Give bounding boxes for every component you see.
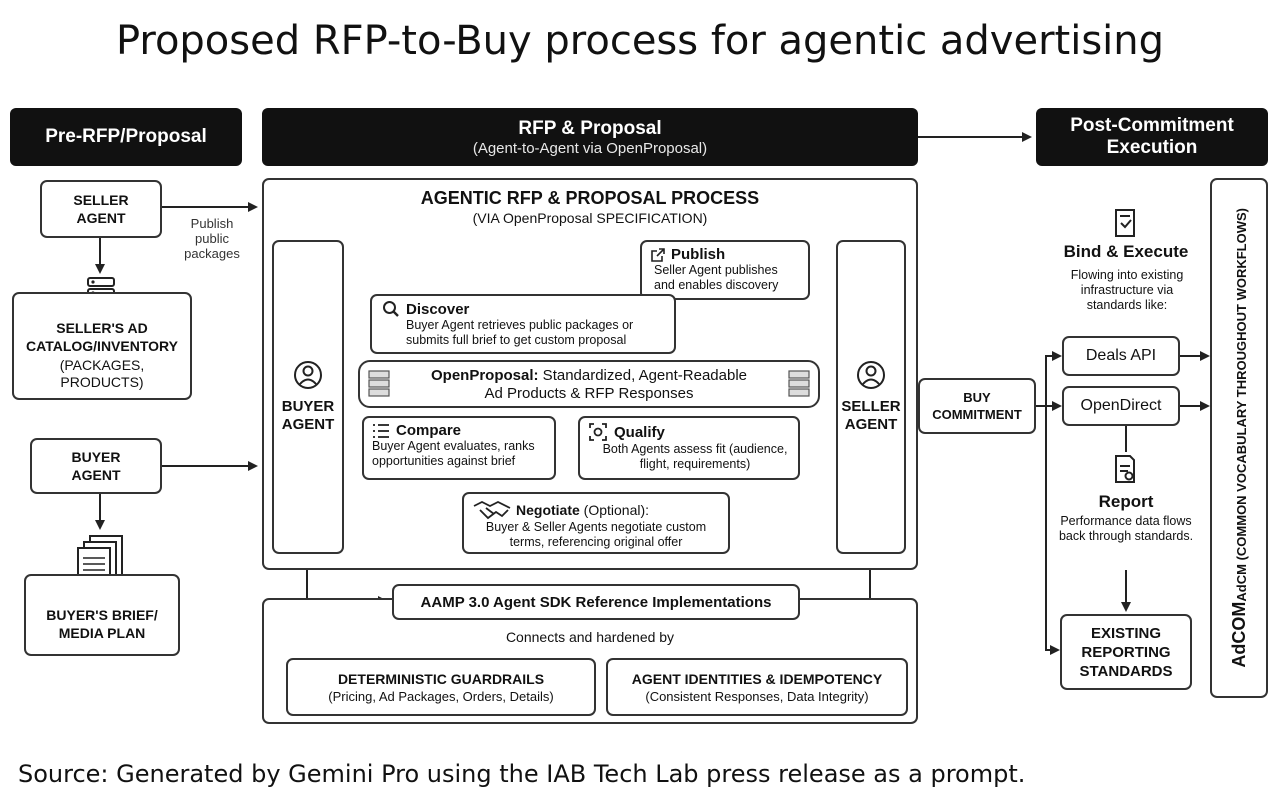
- report-desc: Performance data flows back through stan…: [1058, 514, 1194, 543]
- stage-compare-title: Compare: [396, 422, 462, 439]
- buyer-user-icon: [294, 361, 322, 389]
- openproposal-line1: Standardized, Agent-Readable: [538, 367, 747, 384]
- header-post-commitment: Post-Commitment Execution: [1036, 108, 1268, 166]
- stage-discover-title: Discover: [406, 300, 470, 318]
- stage-publish-title: Publish: [671, 246, 726, 263]
- stage-negotiate-desc: Buyer & Seller Agents negotiate custom t…: [485, 520, 707, 549]
- seller-catalog-box: SELLER'S AD CATALOG/INVENTORY (PACKAGES,…: [12, 292, 192, 400]
- buy-commitment-label: BUY COMMITMENT: [932, 390, 1022, 422]
- adcom-column: AdCOM AdCM (COMMON VOCABULARY THROUGHOUT…: [1210, 178, 1268, 698]
- handshake-icon: [473, 500, 511, 520]
- stage-negotiate-title: Negotiate: [516, 502, 580, 518]
- header-pre-rfp: Pre-RFP/Proposal: [10, 108, 242, 166]
- stage-publish: Publish Seller Agent publishes and enabl…: [640, 240, 810, 300]
- openproposal-bar: OpenProposal: Standardized, Agent-Readab…: [358, 360, 820, 408]
- report-title: Report: [1098, 492, 1154, 511]
- openproposal-title: OpenProposal:: [431, 367, 539, 384]
- seller-agent-column-label: SELLER AGENT: [841, 398, 901, 433]
- buyer-agent-column-label: BUYER AGENT: [281, 398, 335, 433]
- openproposal-line2: Ad Products & RFP Responses: [484, 385, 694, 402]
- left-server-icon: [368, 370, 390, 397]
- guardrails-box: DETERMINISTIC GUARDRAILS (Pricing, Ad Pa…: [286, 658, 596, 716]
- guardrails-title: DETERMINISTIC GUARDRAILS: [337, 670, 545, 687]
- target-icon: [589, 423, 607, 441]
- deals-api-label: Deals API: [1085, 347, 1157, 364]
- seller-catalog-title: SELLER'S AD CATALOG/INVENTORY: [26, 320, 178, 354]
- buyer-agent-label: BUYER AGENT: [71, 449, 121, 483]
- right-server-icon: [788, 370, 810, 397]
- existing-reporting-label: EXISTING REPORTING STANDARDS: [1079, 624, 1173, 680]
- document-icon: [76, 534, 126, 601]
- opendirect-label: OpenDirect: [1080, 397, 1162, 414]
- sdk-connects-note: Connects and hardened by: [505, 629, 675, 645]
- seller-user-icon: [857, 361, 885, 389]
- seller-agent-box: SELLER AGENT: [40, 180, 162, 238]
- buyer-agent-column: BUYER AGENT: [272, 240, 344, 554]
- buyer-agent-box: BUYER AGENT: [30, 438, 162, 494]
- sdk-title-box: AAMP 3.0 Agent SDK Reference Implementat…: [392, 584, 800, 620]
- report-icon: [1112, 454, 1138, 489]
- identities-title: AGENT IDENTITIES & IDEMPOTENCY: [631, 670, 883, 687]
- magnifier-icon: [383, 301, 399, 317]
- stage-publish-desc: Seller Agent publishes and enables disco…: [654, 263, 779, 292]
- stage-discover-desc: Buyer Agent retrieves public packages or…: [406, 318, 634, 347]
- adcom-desc: AdCM (COMMON VOCABULARY THROUGHOUT WORKF…: [1233, 208, 1249, 602]
- bind-execute-icon: [1112, 208, 1138, 243]
- stage-negotiate: Negotiate (Optional): Buyer & Seller Age…: [462, 492, 730, 554]
- buyers-brief-box: BUYER'S BRIEF/ MEDIA PLAN: [24, 574, 180, 656]
- stage-discover: Discover Buyer Agent retrieves public pa…: [370, 294, 676, 354]
- header-post-label: Post-Commitment Execution: [1070, 115, 1234, 158]
- page-title: Proposed RFP-to-Buy process for agentic …: [115, 18, 1165, 64]
- deals-api-box: Deals API: [1062, 336, 1180, 376]
- buyers-brief-label: BUYER'S BRIEF/ MEDIA PLAN: [46, 607, 158, 641]
- sdk-title: AAMP 3.0 Agent SDK Reference Implementat…: [420, 593, 772, 611]
- stage-qualify-desc: Both Agents assess fit (audience, flight…: [602, 442, 788, 471]
- process-title: AGENTIC RFP & PROPOSAL PROCESS: [420, 188, 760, 208]
- header-rfp-subtitle: (Agent-to-Agent via OpenProposal): [472, 139, 708, 157]
- existing-reporting-box: EXISTING REPORTING STANDARDS: [1060, 614, 1192, 690]
- list-icon: [373, 423, 389, 438]
- bind-execute-desc: Flowing into existing infrastructure via…: [1070, 268, 1184, 312]
- guardrails-desc: (Pricing, Ad Packages, Orders, Details): [328, 688, 554, 704]
- seller-agent-column: SELLER AGENT: [836, 240, 906, 554]
- process-subtitle: (VIA OpenProposal SPECIFICATION): [472, 210, 708, 226]
- publish-packages-note: Publish public packages: [184, 216, 240, 261]
- stage-compare-desc: Buyer Agent evaluates, ranks opportuniti…: [372, 439, 535, 468]
- identities-box: AGENT IDENTITIES & IDEMPOTENCY (Consiste…: [606, 658, 908, 716]
- external-link-icon: [651, 247, 665, 262]
- seller-agent-label: SELLER AGENT: [73, 192, 129, 226]
- bind-execute-title: Bind & Execute: [1063, 242, 1189, 261]
- identities-desc: (Consistent Responses, Data Integrity): [645, 688, 869, 704]
- stage-qualify-title: Qualify: [614, 423, 665, 441]
- stage-compare: Compare Buyer Agent evaluates, ranks opp…: [362, 416, 556, 480]
- stage-qualify: Qualify Both Agents assess fit (audience…: [578, 416, 800, 480]
- header-rfp-title: RFP & Proposal: [518, 117, 662, 139]
- seller-catalog-subtitle: (PACKAGES, PRODUCTS): [59, 357, 145, 390]
- opendirect-box: OpenDirect: [1062, 386, 1180, 426]
- source-note: Source: Generated by Gemini Pro using th…: [18, 760, 1026, 788]
- header-pre-rfp-label: Pre-RFP/Proposal: [45, 126, 207, 147]
- header-rfp-proposal: RFP & Proposal (Agent-to-Agent via OpenP…: [262, 108, 918, 166]
- adcom-title: AdCOM: [1228, 601, 1249, 668]
- buy-commitment-box: BUY COMMITMENT: [918, 378, 1036, 434]
- stage-negotiate-optional: (Optional):: [579, 502, 650, 518]
